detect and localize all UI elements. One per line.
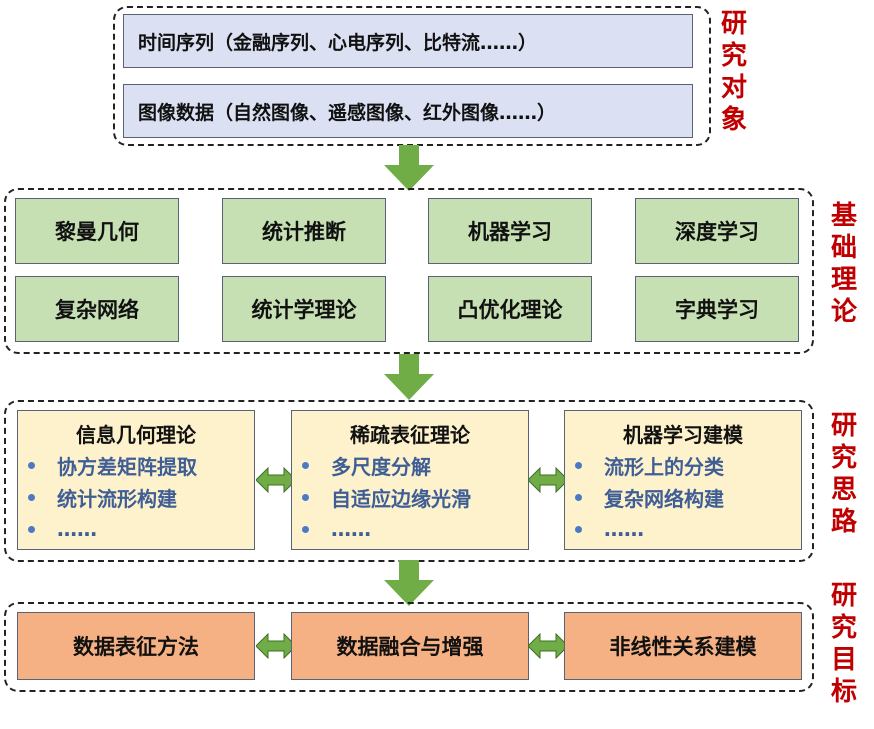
list-item: 统计流形构建: [28, 481, 177, 513]
list-item: ……: [575, 513, 644, 545]
bullet-icon: [575, 461, 582, 469]
list-item: 协方差矩阵提取: [28, 449, 197, 481]
list-item: 流形上的分类: [575, 449, 724, 481]
sparse-representation-title: 稀疏表征理论: [350, 423, 470, 447]
dictionary-learning-box: 字典学习: [635, 276, 799, 342]
info-geometry-box: 信息几何理论 协方差矩阵提取 统计流形构建 ……: [17, 410, 255, 550]
bullet-icon: [575, 493, 582, 501]
ml-modeling-title: 机器学习建模: [623, 423, 743, 447]
foundation-theory-label: 基 础 理 论: [830, 201, 857, 327]
research-object-label: 研 究 对 象: [720, 9, 747, 135]
down-arrow-icon: [384, 354, 434, 400]
research-goal-label: 研 究 目 标: [830, 581, 857, 707]
down-arrow-icon: [384, 560, 434, 606]
info-geometry-title: 信息几何理论: [76, 423, 196, 447]
research-goal-section: [4, 602, 814, 692]
ml-modeling-box: 机器学习建模 流形上的分类 复杂网络构建 ……: [564, 410, 802, 550]
statistical-inference-box: 统计推断: [222, 198, 386, 264]
bullet-icon: [575, 525, 582, 533]
list-item: ……: [302, 513, 371, 545]
time-series-label: 时间序列（金融序列、心电序列、比特流……）: [138, 31, 538, 54]
bullet-icon: [302, 461, 309, 469]
research-approach-label: 研 究 思 路: [830, 411, 857, 537]
image-data-box: 图像数据（自然图像、遥感图像、红外图像……）: [123, 84, 693, 138]
bullet-icon: [302, 493, 309, 501]
data-representation-box: 数据表征方法: [17, 612, 255, 680]
time-series-box: 时间序列（金融序列、心电序列、比特流……）: [123, 14, 693, 68]
convex-optimization-box: 凸优化理论: [428, 276, 592, 342]
bullet-icon: [302, 525, 309, 533]
double-arrow-icon: [528, 633, 568, 659]
statistical-theory-box: 统计学理论: [222, 276, 386, 342]
bullet-icon: [28, 493, 35, 501]
sparse-representation-box: 稀疏表征理论 多尺度分解 自适应边缘光滑 ……: [291, 410, 529, 550]
down-arrow-icon: [384, 145, 434, 191]
list-item: 多尺度分解: [302, 449, 431, 481]
list-item: 复杂网络构建: [575, 481, 724, 513]
machine-learning-box: 机器学习: [428, 198, 592, 264]
image-data-label: 图像数据（自然图像、遥感图像、红外图像……）: [138, 101, 557, 124]
double-arrow-icon: [256, 633, 296, 659]
double-arrow-icon: [256, 467, 296, 493]
deep-learning-box: 深度学习: [635, 198, 799, 264]
nonlinear-modeling-box: 非线性关系建模: [564, 612, 802, 680]
list-item: ……: [28, 513, 97, 545]
complex-network-box: 复杂网络: [15, 276, 179, 342]
double-arrow-icon: [528, 467, 568, 493]
riemann-geometry-box: 黎曼几何: [15, 198, 179, 264]
data-fusion-box: 数据融合与增强: [291, 612, 529, 680]
bullet-icon: [28, 525, 35, 533]
list-item: 自适应边缘光滑: [302, 481, 471, 513]
bullet-icon: [28, 461, 35, 469]
foundation-theory-section: [4, 188, 814, 354]
